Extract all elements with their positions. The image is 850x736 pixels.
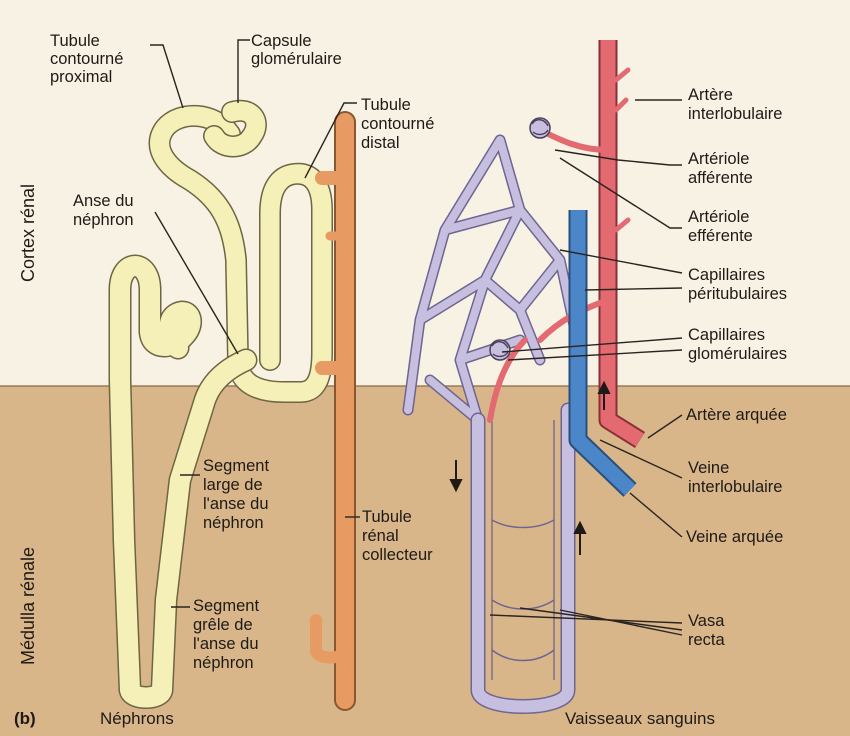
svg-text:efférente: efférente bbox=[688, 227, 753, 245]
panel-letter: (b) bbox=[14, 709, 36, 728]
svg-text:Tubule: Tubule bbox=[50, 32, 100, 50]
svg-text:néphron: néphron bbox=[193, 654, 254, 672]
svg-text:recta: recta bbox=[688, 631, 726, 649]
svg-text:proximal: proximal bbox=[50, 68, 112, 86]
svg-text:Artériole: Artériole bbox=[688, 150, 749, 168]
svg-text:Segment: Segment bbox=[193, 597, 259, 615]
label-arteriole-afferente: Artériole afférente bbox=[688, 150, 753, 187]
svg-text:l'anse du: l'anse du bbox=[193, 635, 259, 653]
svg-text:Capsule: Capsule bbox=[251, 32, 312, 50]
svg-text:péritubulaires: péritubulaires bbox=[688, 285, 787, 303]
glomerulus-top bbox=[530, 118, 550, 138]
svg-text:Tubule: Tubule bbox=[361, 96, 411, 114]
svg-text:interlobulaire: interlobulaire bbox=[688, 478, 782, 496]
svg-text:distal: distal bbox=[361, 134, 400, 152]
svg-text:glomérulaires: glomérulaires bbox=[688, 345, 787, 363]
svg-text:collecteur: collecteur bbox=[362, 546, 433, 564]
svg-text:Vasa: Vasa bbox=[688, 612, 725, 630]
svg-text:interlobulaire: interlobulaire bbox=[688, 105, 782, 123]
label-segment-large: Segment large de l'anse du néphron bbox=[203, 457, 269, 532]
svg-text:Veine: Veine bbox=[688, 459, 729, 477]
svg-text:contourné: contourné bbox=[361, 115, 434, 133]
svg-text:large de: large de bbox=[203, 476, 263, 494]
label-anse: Anse du néphron bbox=[73, 192, 134, 229]
svg-text:Segment: Segment bbox=[203, 457, 269, 475]
label-veine-arquee: Veine arquée bbox=[686, 528, 783, 546]
svg-text:Artériole: Artériole bbox=[688, 208, 749, 226]
label-artere-arquee: Artère arquée bbox=[686, 406, 787, 424]
svg-text:Tubule: Tubule bbox=[362, 508, 412, 526]
caption-blood-vessels: Vaisseaux sanguins bbox=[565, 709, 715, 728]
svg-text:l'anse du: l'anse du bbox=[203, 495, 269, 513]
svg-text:glomérulaire: glomérulaire bbox=[251, 50, 342, 68]
label-segment-grele: Segment grêle de l'anse du néphron bbox=[193, 597, 259, 672]
svg-text:contourné: contourné bbox=[50, 50, 123, 68]
svg-text:Artère: Artère bbox=[688, 86, 733, 104]
svg-text:Anse du: Anse du bbox=[73, 192, 134, 210]
label-arteriole-efferente: Artériole efférente bbox=[688, 208, 753, 245]
zone-cortex-label: Cortex rénal bbox=[18, 184, 38, 282]
svg-text:rénal: rénal bbox=[362, 527, 399, 545]
svg-text:grêle de: grêle de bbox=[193, 616, 253, 634]
svg-text:néphron: néphron bbox=[203, 514, 264, 532]
svg-text:Capillaires: Capillaires bbox=[688, 266, 765, 284]
svg-text:afférente: afférente bbox=[688, 169, 753, 187]
svg-text:Capillaires: Capillaires bbox=[688, 326, 765, 344]
glomerulus-lower bbox=[490, 340, 510, 360]
zone-medulla-label: Médulla rénale bbox=[18, 547, 38, 665]
caption-nephrons: Néphrons bbox=[100, 709, 174, 728]
svg-text:néphron: néphron bbox=[73, 211, 134, 229]
label-vasa-recta: Vasa recta bbox=[688, 612, 726, 649]
